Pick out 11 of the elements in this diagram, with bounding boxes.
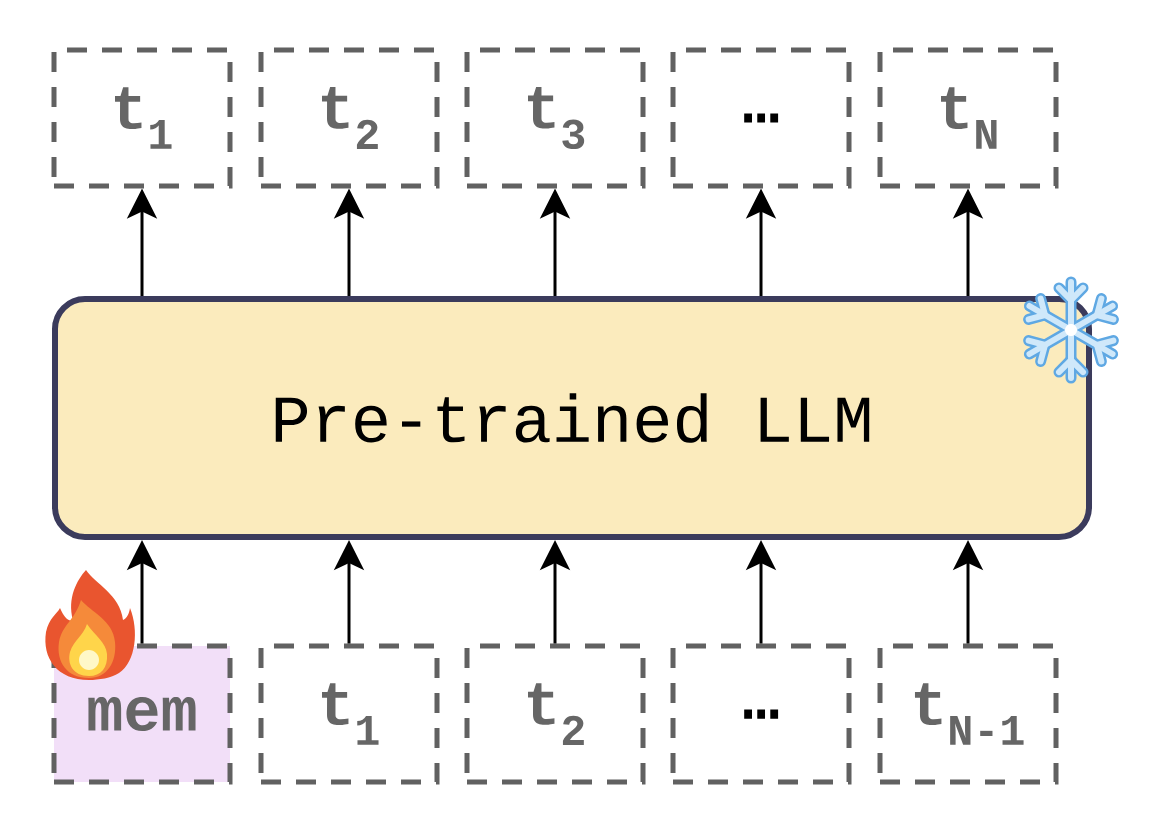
memory-token-box: mem: [51, 643, 233, 785]
token-box: t$_{3}$: [464, 47, 646, 189]
token-box: t$_{N-1}$: [877, 643, 1059, 785]
token-box: …: [670, 47, 852, 189]
model-box: Pre-trained LLM: [52, 296, 1092, 540]
token-box: t$_{N}$: [877, 47, 1059, 189]
token-box: t$_{1}$: [258, 643, 440, 785]
token-box: t$_{2}$: [464, 643, 646, 785]
token-box: t$_{1}$: [51, 47, 233, 189]
token-box: t$_{2}$: [258, 47, 440, 189]
token-box: …: [670, 643, 852, 785]
